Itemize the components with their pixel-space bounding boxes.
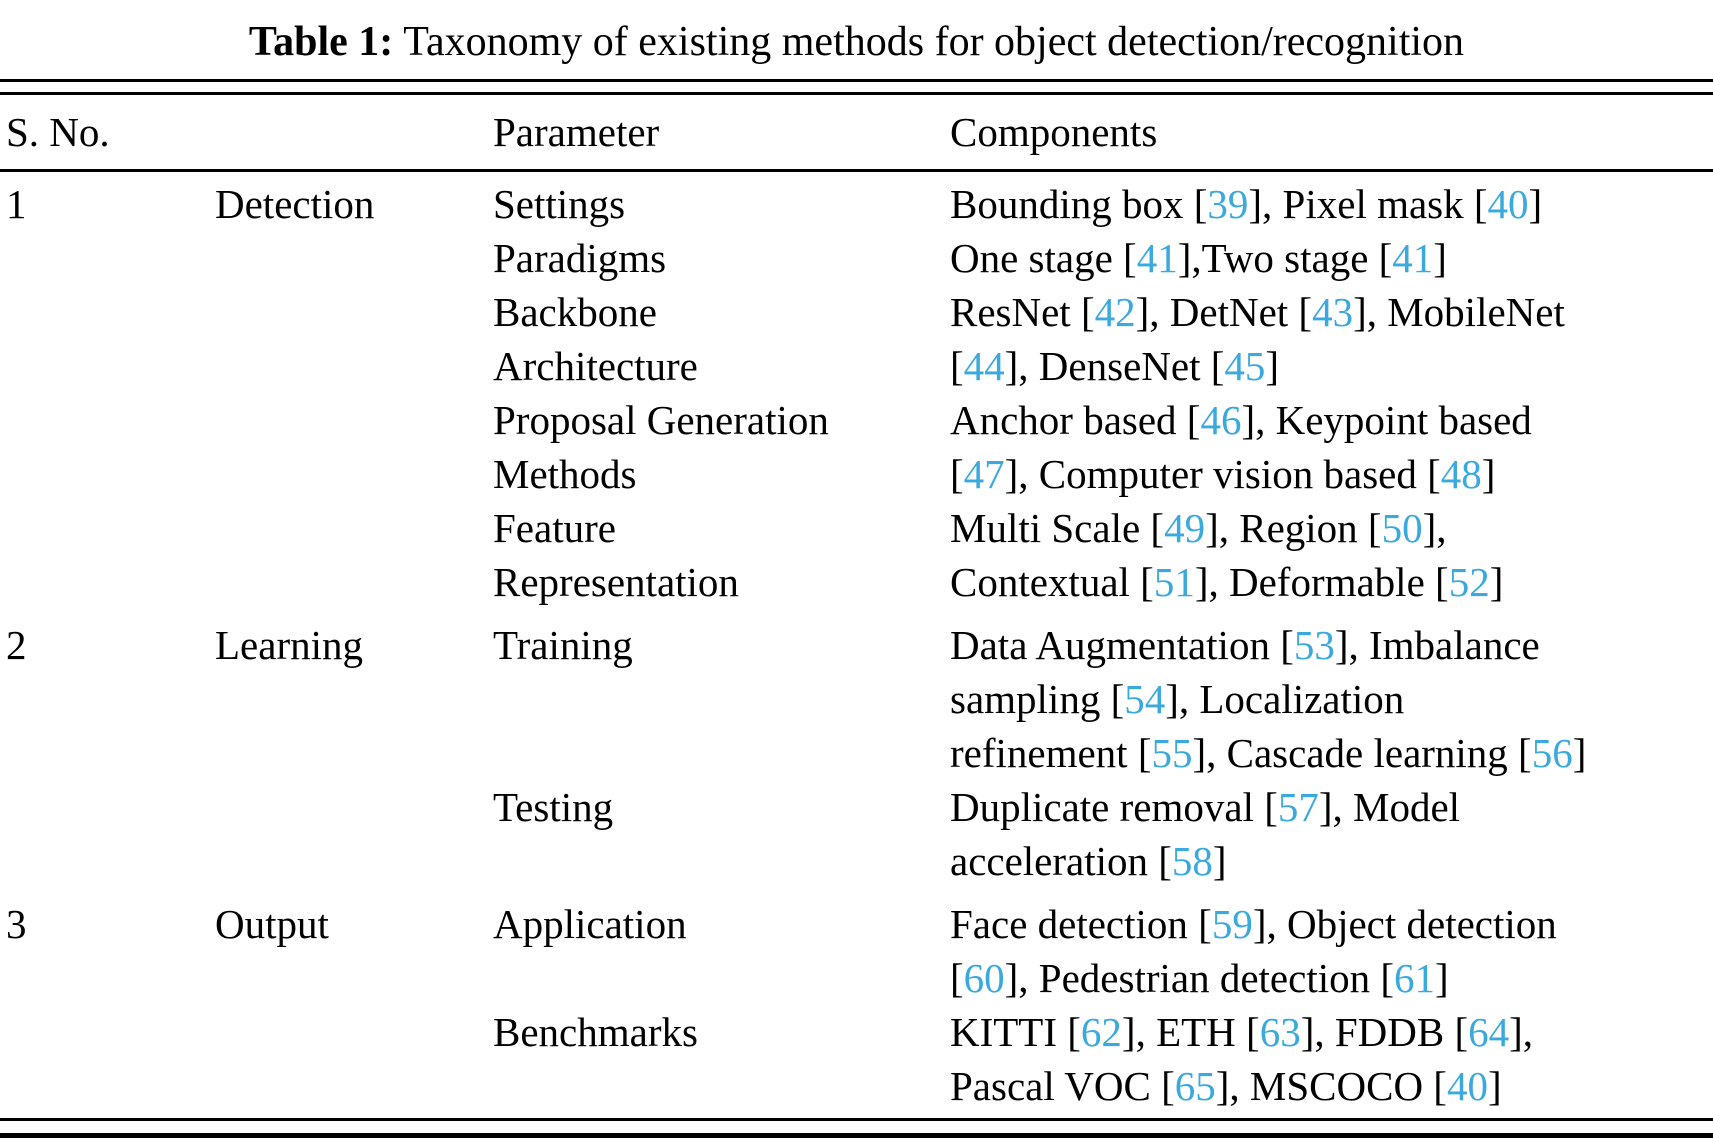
parameter-cell: Paradigms xyxy=(493,235,667,281)
citation-link[interactable]: 52 xyxy=(1448,559,1490,605)
parameter-row: Proposal Generation Methods Anchor based… xyxy=(493,393,1713,501)
citation-link[interactable]: 39 xyxy=(1207,181,1249,227)
citation-link[interactable]: 47 xyxy=(963,451,1005,497)
citation-link[interactable]: 41 xyxy=(1392,235,1434,281)
table-row-learning: 2 Learning Training Data Augmentation [5… xyxy=(0,618,1713,888)
citation-link[interactable]: 42 xyxy=(1094,289,1136,335)
citation-link[interactable]: 43 xyxy=(1312,289,1354,335)
row-category: Learning xyxy=(215,622,363,668)
components-cell: KITTI [62], ETH [63], FDDB [64], Pascal … xyxy=(950,1009,1534,1109)
components-cell: ResNet [42], DetNet [43], MobileNet [44]… xyxy=(950,289,1565,389)
citation-link[interactable]: 40 xyxy=(1487,181,1529,227)
citation-link[interactable]: 45 xyxy=(1224,343,1266,389)
components-cell: Anchor based [46], Keypoint based [47], … xyxy=(950,397,1532,497)
parameter-cell: Proposal Generation Methods xyxy=(493,397,829,497)
components-cell: Bounding box [39], Pixel mask [40] xyxy=(950,181,1543,227)
header-sno: S. No. xyxy=(6,109,110,155)
row-detail: Training Data Augmentation [53], Imbalan… xyxy=(493,618,1713,888)
citation-link[interactable]: 63 xyxy=(1259,1009,1301,1055)
citation-link[interactable]: 62 xyxy=(1080,1009,1122,1055)
parameter-row: Settings Bounding box [39], Pixel mask [… xyxy=(493,177,1713,231)
citation-link[interactable]: 61 xyxy=(1394,955,1436,1001)
row-category: Detection xyxy=(215,181,375,227)
citation-link[interactable]: 48 xyxy=(1440,451,1482,497)
parameter-cell: Application xyxy=(493,901,687,947)
table-caption: Table 1:Taxonomy of existing methods for… xyxy=(0,0,1713,79)
citation-link[interactable]: 65 xyxy=(1174,1063,1216,1109)
table-caption-text: Taxonomy of existing methods for object … xyxy=(403,19,1465,65)
citation-link[interactable]: 57 xyxy=(1277,784,1319,830)
table-bottom-rule xyxy=(0,1118,1713,1138)
components-cell: Multi Scale [49], Region [50], Contextua… xyxy=(950,505,1504,605)
parameter-cell: Feature Representation xyxy=(493,505,739,605)
citation-link[interactable]: 44 xyxy=(963,343,1005,389)
citation-link[interactable]: 41 xyxy=(1136,235,1178,281)
components-cell: Face detection [59], Object detection [6… xyxy=(950,901,1557,1001)
citation-link[interactable]: 46 xyxy=(1200,397,1242,443)
parameter-row: Feature Representation Multi Scale [49],… xyxy=(493,501,1713,609)
citation-link[interactable]: 50 xyxy=(1381,505,1423,551)
parameter-row: Application Face detection [59], Object … xyxy=(493,897,1713,1005)
citation-link[interactable]: 53 xyxy=(1293,622,1335,668)
parameter-cell: Benchmarks xyxy=(493,1009,698,1055)
parameter-row: Benchmarks KITTI [62], ETH [63], FDDB [6… xyxy=(493,1005,1713,1113)
parameter-cell: Backbone Architecture xyxy=(493,289,698,389)
parameter-row: Testing Duplicate removal [57], Model ac… xyxy=(493,780,1713,888)
parameter-cell: Training xyxy=(493,622,633,668)
table-header-rule xyxy=(0,169,1713,172)
citation-link[interactable]: 60 xyxy=(963,955,1005,1001)
row-category: Output xyxy=(215,901,329,947)
citation-link[interactable]: 55 xyxy=(1151,730,1193,776)
parameter-cell: Settings xyxy=(493,181,626,227)
components-cell: Data Augmentation [53], Imbalance sampli… xyxy=(950,622,1587,776)
table-top-rule xyxy=(0,79,1713,95)
row-detail: Settings Bounding box [39], Pixel mask [… xyxy=(493,177,1713,609)
citation-link[interactable]: 64 xyxy=(1468,1009,1510,1055)
citation-link[interactable]: 49 xyxy=(1164,505,1206,551)
citation-link[interactable]: 59 xyxy=(1211,901,1253,947)
table-body: 1 Detection Settings Bounding box [39], … xyxy=(0,172,1713,1113)
citation-link[interactable]: 58 xyxy=(1171,838,1213,884)
row-number: 3 xyxy=(6,901,27,947)
row-detail: Application Face detection [59], Object … xyxy=(493,897,1713,1113)
table-row-output: 3 Output Application Face detection [59]… xyxy=(0,897,1713,1113)
components-cell: Duplicate removal [57], Model accelerati… xyxy=(950,784,1461,884)
row-number: 1 xyxy=(6,181,27,227)
citation-link[interactable]: 56 xyxy=(1531,730,1573,776)
parameter-row: Paradigms One stage [41],Two stage [41] xyxy=(493,231,1713,285)
row-number: 2 xyxy=(6,622,27,668)
header-parameter: Parameter xyxy=(493,109,660,155)
table-caption-label: Table 1: xyxy=(248,19,394,65)
header-components: Components xyxy=(950,109,1158,155)
citation-link[interactable]: 54 xyxy=(1124,676,1166,722)
table-header-row: S. No. Parameter Components xyxy=(0,95,1713,169)
citation-link[interactable]: 40 xyxy=(1446,1063,1488,1109)
citation-link[interactable]: 51 xyxy=(1153,559,1195,605)
table-row-detection: 1 Detection Settings Bounding box [39], … xyxy=(0,177,1713,609)
parameter-cell: Testing xyxy=(493,784,614,830)
components-cell: One stage [41],Two stage [41] xyxy=(950,235,1447,281)
parameter-row: Training Data Augmentation [53], Imbalan… xyxy=(493,618,1713,780)
parameter-row: Backbone Architecture ResNet [42], DetNe… xyxy=(493,285,1713,393)
